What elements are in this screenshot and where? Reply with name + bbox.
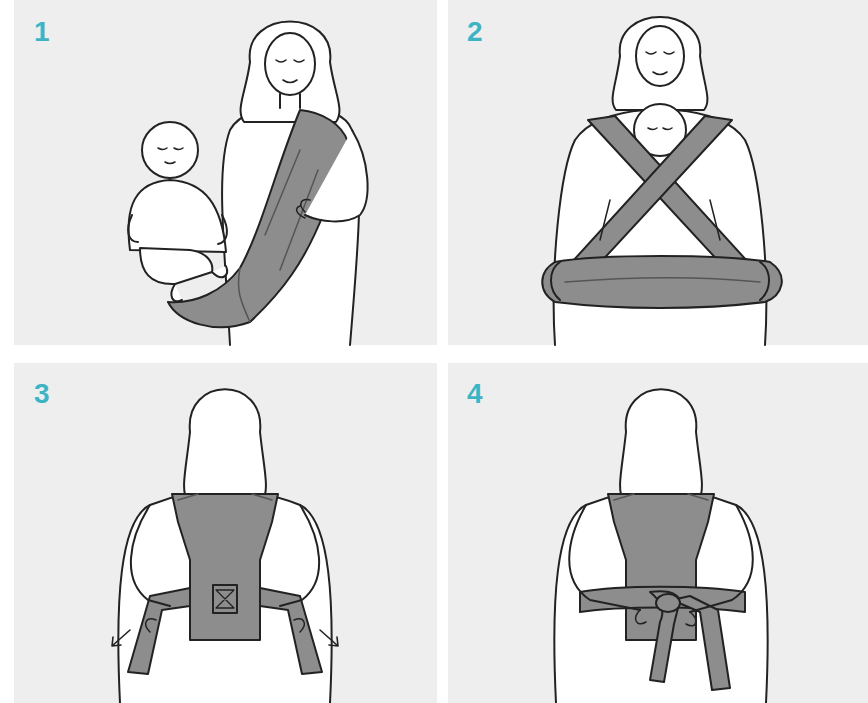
step-number: 1 bbox=[34, 18, 50, 46]
step-3-figure bbox=[112, 389, 338, 703]
step-1-figure bbox=[128, 22, 367, 346]
step-number: 3 bbox=[34, 380, 50, 408]
panel-backgrounds bbox=[14, 0, 868, 703]
step-number: 4 bbox=[467, 380, 483, 408]
step-4-figure bbox=[554, 389, 767, 703]
step-2-figure bbox=[542, 17, 782, 345]
step-number: 2 bbox=[467, 18, 483, 46]
